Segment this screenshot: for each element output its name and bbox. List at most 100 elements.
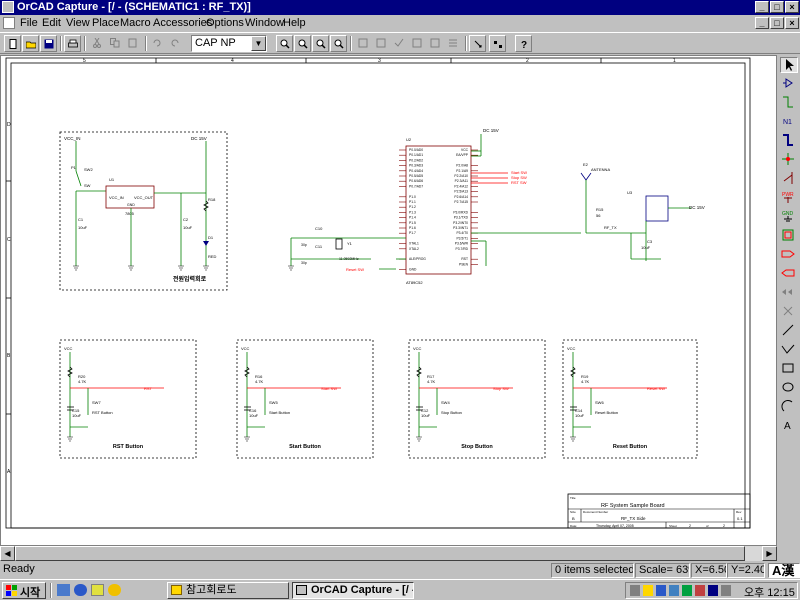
cross-reference-icon[interactable] (427, 35, 444, 52)
place-hierarchical-block-tool[interactable] (780, 228, 798, 244)
place-rectangle-tool[interactable] (780, 361, 798, 377)
zoom-all-button[interactable] (330, 35, 347, 52)
place-off-page-connector-tool[interactable] (780, 285, 798, 301)
help-button[interactable]: ? (515, 35, 532, 52)
netlist-icon[interactable] (409, 35, 426, 52)
internet-explorer-icon[interactable] (74, 584, 87, 596)
place-bus-tool[interactable] (780, 133, 798, 149)
outlook-icon[interactable] (91, 584, 104, 596)
tray-icon[interactable] (630, 585, 640, 596)
zoom-out-button[interactable] (294, 35, 311, 52)
tool-palette: N1 PWR GND A (778, 55, 800, 546)
place-ground-tool[interactable]: GND (780, 209, 798, 225)
tray-icon[interactable] (708, 585, 718, 596)
menu-accessories[interactable]: Accessories (153, 17, 213, 29)
project-manager-button[interactable] (489, 35, 506, 52)
zoom-in-button[interactable] (276, 35, 293, 52)
button-circuit-box[interactable] (562, 339, 698, 459)
document-icon[interactable] (3, 17, 15, 29)
component-value: 11.0592MHz (339, 257, 359, 261)
doc-close-button[interactable]: × (785, 17, 799, 29)
open-button[interactable] (22, 35, 39, 52)
title-block[interactable]: Title RF System Sample Board Size B Docu… (567, 493, 751, 529)
annotate-icon[interactable] (355, 35, 372, 52)
component-value: RST Button (92, 410, 113, 415)
place-bus-entry-tool[interactable] (780, 171, 798, 187)
menu-window[interactable]: Window (245, 17, 285, 29)
cut-icon[interactable] (89, 35, 106, 52)
drc-icon[interactable] (391, 35, 408, 52)
place-polyline-tool[interactable] (780, 342, 798, 358)
volume-icon[interactable] (721, 585, 731, 596)
close-button[interactable]: × (785, 1, 799, 13)
paste-icon[interactable] (125, 35, 142, 52)
power-input-circuit[interactable]: VCC_IN DC 15V P1 SW2 SW C1 10uF U1 VCC_I… (59, 131, 228, 291)
tray-icon[interactable] (669, 585, 679, 596)
button-circuit-box[interactable] (59, 339, 197, 459)
place-net-alias-tool[interactable]: N1 (780, 114, 798, 130)
menu-options[interactable]: Options (206, 17, 244, 29)
redo-icon[interactable] (167, 35, 184, 52)
place-junction-tool[interactable] (780, 152, 798, 168)
app-icon[interactable] (2, 1, 14, 13)
schematic-drawing[interactable]: 5 4 3 2 1 D C B A VCC_IN DC 15V P1 SW2 S… (1, 56, 777, 546)
tray-icon[interactable] (695, 585, 705, 596)
print-button[interactable] (64, 35, 81, 52)
menu-edit[interactable]: Edit (42, 17, 61, 29)
media-player-icon[interactable] (108, 584, 121, 596)
menu-help[interactable]: Help (283, 17, 306, 29)
tray-icon[interactable] (656, 585, 666, 596)
bill-of-materials-icon[interactable] (445, 35, 462, 52)
show-desktop-icon[interactable] (57, 584, 70, 596)
clock[interactable]: 오후 12:15 (744, 587, 795, 599)
scroll-right-icon[interactable]: ▶ (762, 546, 777, 561)
place-wire-tool[interactable] (780, 95, 798, 111)
ime-indicator[interactable]: A漢 (768, 563, 800, 578)
horizontal-scrollbar[interactable]: ◀ ▶ (0, 546, 777, 561)
part-select[interactable]: CAP NP ▼ (191, 35, 267, 52)
menu-file[interactable]: File (20, 17, 38, 29)
task-reference-circuit[interactable]: 참고회로도 (167, 582, 289, 599)
button-circuit-box[interactable] (408, 339, 546, 459)
undo-icon[interactable] (149, 35, 166, 52)
copy-icon[interactable] (107, 35, 124, 52)
place-part-tool[interactable] (780, 76, 798, 92)
scroll-thumb[interactable] (15, 546, 745, 561)
snap-to-grid-button[interactable] (469, 35, 486, 52)
menu-macro[interactable]: Macro (120, 17, 151, 29)
select-tool[interactable] (780, 57, 798, 73)
place-line-tool[interactable] (780, 323, 798, 339)
rf-circuit[interactable]: E2 ANTENNA R15 56 RF_TX U3 DC 15V C3 10u… (580, 162, 705, 261)
mcu-circuit[interactable]: U2 AT89C52 P0.0/AD0P0.1/AD1P0.2/AD2P0.3/… (288, 128, 581, 285)
chevron-down-icon[interactable]: ▼ (251, 36, 266, 51)
task-orcad-capture[interactable]: OrCAD Capture - [/ - ( (292, 582, 414, 599)
place-text-tool[interactable]: A (780, 418, 798, 434)
place-power-tool[interactable]: PWR (780, 190, 798, 206)
save-button[interactable] (40, 35, 57, 52)
mcu-pin-label: P2.4/A12 (454, 184, 468, 188)
back-annotate-icon[interactable] (373, 35, 390, 52)
title-bar[interactable]: OrCAD Capture - [/ - (SCHEMATIC1 : RF_TX… (0, 0, 800, 15)
place-ellipse-tool[interactable] (780, 380, 798, 396)
place-no-connect-tool[interactable] (780, 304, 798, 320)
maximize-button[interactable]: □ (770, 1, 784, 13)
menu-view[interactable]: View (66, 17, 90, 29)
net-label: VCC_IN (64, 136, 81, 141)
doc-restore-button[interactable]: □ (770, 17, 784, 29)
start-button[interactable]: 시작 (2, 582, 46, 599)
scroll-left-icon[interactable]: ◀ (0, 546, 15, 561)
mcu-pin-label: P3.5/T1 (456, 236, 468, 240)
doc-minimize-button[interactable]: _ (755, 17, 769, 29)
new-button[interactable] (4, 35, 21, 52)
tray-icon[interactable] (643, 585, 653, 596)
minimize-button[interactable]: _ (755, 1, 769, 13)
place-port-tool[interactable] (780, 247, 798, 263)
schematic-canvas[interactable]: 5 4 3 2 1 D C B A VCC_IN DC 15V P1 SW2 S… (0, 55, 777, 546)
place-pin-tool[interactable] (780, 266, 798, 282)
menu-place[interactable]: Place (92, 17, 120, 29)
button-circuit-box[interactable] (236, 339, 374, 459)
place-arc-tool[interactable] (780, 399, 798, 415)
zoom-area-button[interactable] (312, 35, 329, 52)
tray-icon[interactable] (682, 585, 692, 596)
